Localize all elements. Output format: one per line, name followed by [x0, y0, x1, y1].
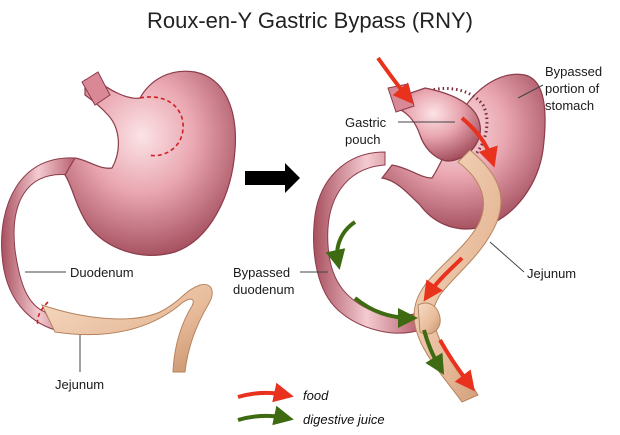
food-arrow-4 [438, 339, 475, 392]
normal-anatomy: Duodenum Jejunum [1, 70, 237, 392]
jejunum-right-leader [489, 241, 525, 273]
food-arrow-2 [460, 116, 498, 168]
diagram-title: Roux-en-Y Gastric Bypass (RNY) [147, 8, 473, 33]
staple-line [424, 86, 489, 156]
left-cut-line-stomach [139, 96, 184, 157]
left-stomach [64, 70, 237, 256]
juice-arrow-3 [422, 329, 445, 375]
gastric-pouch-label-line2: pouch [345, 132, 380, 147]
gastric-pouch-label-line1: Gastric [345, 115, 387, 130]
left-duodenum [1, 157, 76, 331]
food-arrow-1 [376, 56, 414, 105]
left-jejunum [41, 283, 213, 373]
juice-arrow-2 [353, 296, 418, 328]
legend-juice-label: digestive juice [303, 412, 385, 427]
bypass-anatomy: Gastric pouch Bypassed portion of stomac… [233, 56, 602, 403]
bypassed-duodenum-label-line1: Bypassed [233, 265, 290, 280]
bypassed-stomach-label-line1: Bypassed [545, 64, 602, 79]
jejunum-left-label: Jejunum [55, 377, 104, 392]
jejunum-junction [417, 302, 441, 335]
bypassed-stomach-leader [517, 84, 544, 99]
legend-juice-arrow [237, 405, 294, 426]
legend-food-label: food [303, 388, 329, 403]
bypassed-stomach-label-line2: portion of [545, 81, 600, 96]
bypassed-stomach-label-line3: stomach [545, 98, 594, 113]
transition-arrow [245, 163, 300, 193]
duodenum-label: Duodenum [70, 265, 134, 280]
jejunum-right-label: Jejunum [527, 266, 576, 281]
legend: food digestive juice [237, 382, 385, 427]
bypassed-duodenum-label-line2: duodenum [233, 282, 294, 297]
juice-arrow-1 [325, 220, 357, 270]
gastric-pouch [393, 87, 481, 162]
roux-limb-jejunum [413, 149, 502, 403]
left-cut-line-intestine [36, 301, 49, 327]
legend-food-arrow [237, 382, 294, 403]
left-esophagus [81, 71, 111, 106]
food-arrow-3 [423, 256, 464, 302]
